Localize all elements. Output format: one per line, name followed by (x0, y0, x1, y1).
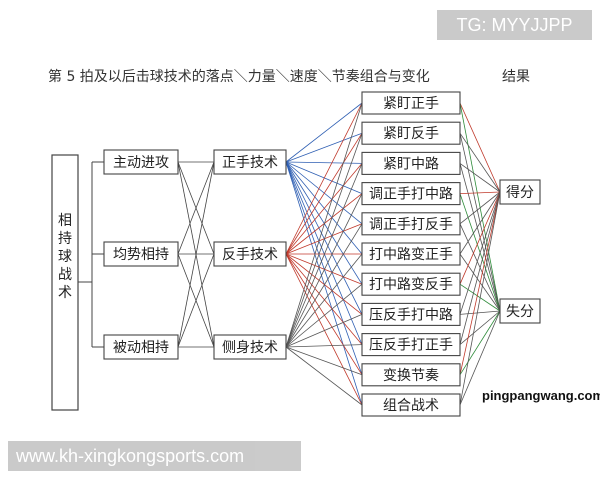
col2-col3-line (285, 161, 363, 164)
col3-result-line (459, 163, 501, 193)
col3-node: 调正手打中路 (361, 182, 461, 206)
col2-col3-line (285, 161, 363, 345)
col2-col3-line (285, 193, 363, 348)
col2-col3-line (285, 133, 363, 348)
col3-node: 紧盯正手 (361, 91, 461, 115)
col2-col3-line (285, 253, 363, 348)
result-node-label: 得分 (506, 184, 534, 201)
col2-node: 反手技术 (213, 241, 287, 267)
col3-node: 调正手打反手 (361, 212, 461, 236)
col2-node-label: 侧身技术 (222, 340, 278, 356)
col3-node-label: 紧盯中路 (383, 156, 439, 172)
col2-col3-line (285, 102, 363, 163)
col1-col2-line (177, 161, 215, 255)
col2-node-label: 反手技术 (222, 247, 278, 263)
col2-col3-line (285, 163, 363, 255)
col3-result-line (459, 310, 501, 376)
col3-node-label: 压反手打中路 (369, 306, 453, 323)
col2-col3-line (285, 102, 363, 348)
col2-col3-line (285, 223, 363, 255)
col2-col3-line (285, 314, 363, 348)
col3-result-line (459, 191, 501, 285)
col3-node: 紧盯反手 (361, 121, 461, 145)
col3-node: 紧盯中路 (361, 151, 461, 175)
result-header: 结果 (502, 69, 530, 85)
watermark-bottom: www.kh-xingkongsports.com (8, 441, 301, 471)
col2-col3-line (285, 253, 363, 376)
col2-col3-line (285, 102, 363, 255)
col3-node-label: 紧盯正手 (383, 96, 439, 112)
col2-col3-line (285, 161, 363, 285)
col3-result-line (459, 133, 501, 312)
col3-result-line (459, 191, 501, 255)
connection-lines (78, 102, 501, 406)
col3-node-label: 组合战术 (383, 398, 439, 414)
root-label: 相持球战术 (58, 213, 72, 301)
col3-node-label: 压反手打正手 (369, 337, 453, 354)
col3-result-line (459, 310, 501, 315)
diagram-title: 第 5 拍及以后击球技术的落点＼力量＼速度＼节奏组合与变化 (48, 69, 430, 85)
col2-col3-line (285, 346, 363, 406)
col3-result-line (459, 102, 501, 312)
col1-node: 主动进攻 (103, 149, 179, 175)
col1-node-label: 被动相持 (113, 340, 169, 356)
col2-col3-line (285, 346, 363, 376)
site-watermark: pingpangwang.com (482, 388, 600, 403)
col2-col3-line (285, 344, 363, 348)
result-node: 失分 (499, 298, 541, 324)
col1-node: 均势相持 (103, 241, 179, 267)
col3-node-label: 打中路变反手 (369, 276, 453, 293)
col3-result-line (459, 102, 501, 193)
col3-result-line (459, 191, 501, 194)
col3-result-line (459, 310, 501, 345)
col3-node: 压反手打正手 (361, 333, 461, 357)
result-node-label: 失分 (506, 304, 534, 320)
col2-col3-line (285, 223, 363, 348)
col3-result-line (459, 132, 501, 193)
col2-col3-line (285, 253, 363, 315)
watermark-top: TG: MYYJJPP (437, 10, 592, 40)
col2-col3-line (285, 283, 363, 348)
col3-result-line (459, 191, 501, 345)
col3-node-label: 调正手打中路 (369, 186, 453, 203)
col2-col3-line (285, 161, 363, 375)
col3-node: 变换节奏 (361, 363, 461, 387)
col2-node: 侧身技术 (213, 334, 287, 360)
col3-result-line (459, 191, 501, 225)
col3-node: 压反手打中路 (361, 302, 461, 326)
col2-col3-line (285, 132, 363, 163)
col2-col3-line (285, 253, 363, 285)
col3-node-label: 打中路变正手 (369, 246, 453, 263)
col3-node-label: 调正手打反手 (369, 216, 453, 233)
col2-col3-line (285, 253, 363, 406)
root-node: 相持球战术 (51, 154, 79, 411)
col2-col3-line (285, 253, 363, 345)
col1-node: 被动相持 (103, 334, 179, 360)
col1-node-label: 均势相持 (113, 247, 169, 263)
col3-node-label: 紧盯反手 (383, 126, 439, 142)
col1-node-label: 主动进攻 (113, 155, 169, 171)
col3-result-line (459, 191, 501, 315)
col3-result-line (459, 310, 501, 406)
col3-node-label: 变换节奏 (383, 367, 439, 384)
col2-col3-line (285, 161, 363, 255)
col3-node: 组合战术 (361, 393, 461, 417)
col2-col3-line (285, 163, 363, 348)
col3-result-line (459, 191, 501, 406)
col2-col3-line (285, 161, 363, 315)
col3-result-line (459, 191, 501, 375)
col3-node: 打中路变反手 (361, 272, 461, 296)
col1-col2-line (177, 161, 215, 348)
col2-node: 正手技术 (213, 149, 287, 175)
result-node: 得分 (499, 179, 541, 205)
col2-col3-line (285, 161, 363, 406)
col3-node: 打中路变正手 (361, 242, 461, 266)
col2-col3-line (285, 132, 363, 255)
col2-node-label: 正手技术 (222, 155, 278, 171)
col1-col2-line (177, 253, 215, 348)
